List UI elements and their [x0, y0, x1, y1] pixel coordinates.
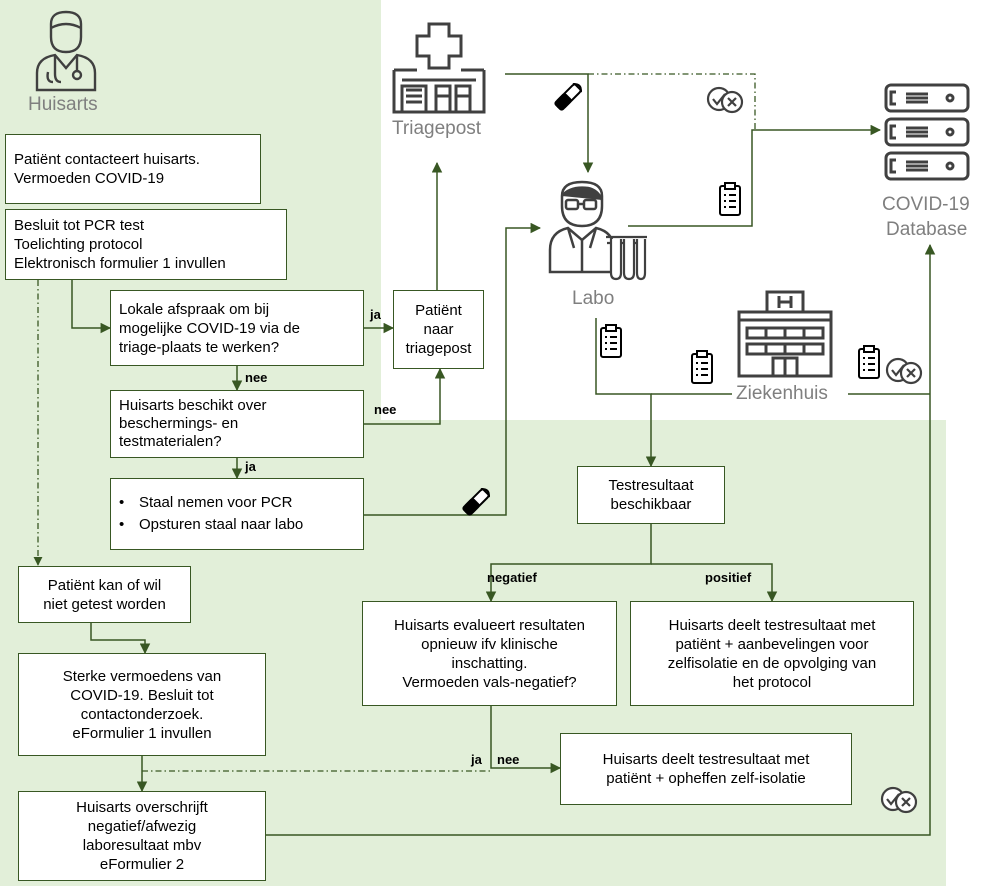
box-text: Staal nemen voor PCR: [139, 494, 293, 511]
box-text: contactonderzoek.: [80, 705, 204, 723]
box-text: zelfisolatie en de opvolging van: [667, 654, 877, 672]
box-contact: Patiënt contacteert huisarts. Vermoeden …: [5, 134, 261, 204]
box-text: Besluit tot PCR test: [14, 217, 145, 234]
clipboard-icon: [600, 324, 622, 358]
box-text: triagepost: [405, 340, 472, 357]
arrow-beschikt-triage: [364, 367, 446, 425]
bullet-item: •Opsturen staal naar labo: [119, 514, 363, 536]
ziekenhuis-label: Ziekenhuis: [736, 383, 828, 404]
box-text: COVID-19. Besluit tot: [70, 686, 214, 704]
box-text: niet getest worden: [43, 595, 166, 613]
label-nee-lokaal: nee: [245, 370, 268, 385]
label-ja-eval: ja: [471, 752, 482, 767]
box-text: het protocol: [732, 673, 812, 691]
box-text: Huisarts deelt testresultaat met: [668, 616, 876, 634]
box-text: opnieuw ifv klinische: [421, 635, 558, 653]
box-text: patiënt + opheffen zelf-isolatie: [606, 770, 806, 787]
box-overschrijft: Huisarts overschrijft negatief/afwezig l…: [18, 791, 266, 881]
label-ja-beschikt: ja: [245, 459, 256, 474]
box-text: Toelichting protocol: [14, 236, 143, 253]
box-text: mogelijke COVID-19 via de: [119, 319, 300, 337]
database-label-line1: COVID-19: [882, 194, 970, 215]
box-text: Huisarts deelt testresultaat met: [602, 751, 810, 768]
label-nee-beschikt: nee: [374, 402, 397, 417]
hospital-icon: [737, 290, 833, 378]
box-text: eFormulier 1 invullen: [72, 724, 212, 742]
label-positief: positief: [705, 570, 752, 585]
box-text: Huisarts evalueert resultaten: [394, 616, 585, 634]
check-cross-icon: [706, 86, 744, 114]
doctor-icon: [35, 10, 97, 92]
box-text: triage-plaats te werken?: [119, 338, 280, 356]
box-text: beschikbaar: [610, 496, 692, 513]
box-text: Vermoeden COVID-19: [14, 170, 165, 187]
box-text: Opsturen staal naar labo: [139, 516, 304, 533]
box-text: inschatting.: [451, 654, 528, 672]
arrow-overschrijft-database: [266, 243, 936, 836]
arrow-result-positief: [651, 563, 778, 603]
box-evalueert: Huisarts evalueert resultaten opnieuw if…: [362, 601, 617, 706]
box-text: Huisarts overschrijft: [76, 799, 208, 816]
label-ja-triage: ja: [370, 307, 381, 322]
label-nee-eval: nee: [497, 752, 520, 767]
box-patient-triagepost: Patiënt naar triagepost: [393, 290, 484, 369]
box-staal: •Staal nemen voor PCR •Opsturen staal na…: [110, 478, 364, 550]
box-sterke-vermoedens: Sterke vermoedens van COVID-19. Besluit …: [18, 653, 266, 756]
box-text: Patiënt: [415, 302, 462, 319]
server-database-icon: [884, 83, 970, 181]
box-deelt-negatief: Huisarts deelt testresultaat met patiënt…: [560, 733, 852, 805]
triage-building-icon: [392, 22, 486, 114]
check-cross-icon: [885, 357, 923, 385]
box-text: Huisarts beschikt over: [119, 397, 267, 414]
swab-tube-icon: [554, 83, 582, 111]
clipboard-icon: [719, 182, 741, 216]
clipboard-icon: [858, 345, 880, 379]
box-text: eFormulier 2: [99, 856, 185, 873]
box-niet-getest: Patiënt kan of wil niet getest worden: [18, 566, 191, 623]
box-testresultaat: Testresultaat beschikbaar: [577, 466, 725, 524]
box-lokale-afspraak: Lokale afspraak om bij mogelijke COVID-1…: [110, 290, 364, 366]
arrow-staal-labo: [364, 222, 542, 516]
box-deelt-positief: Huisarts deelt testresultaat met patiënt…: [630, 601, 914, 706]
box-text: Patiënt contacteert huisarts.: [14, 151, 200, 168]
arrow-labo-database: [628, 124, 882, 227]
box-text: Lokale afspraak om bij: [119, 300, 270, 318]
arrow-labo-result: [595, 318, 657, 468]
box-text: naar: [423, 321, 454, 338]
arrow-result-negatief: [485, 524, 652, 603]
box-besluit-pcr: Besluit tot PCR test Toelichting protoco…: [5, 209, 287, 280]
arrow-eval-nee: [490, 706, 562, 774]
check-cross-icon: [880, 786, 918, 814]
box-text: testmaterialen?: [119, 433, 222, 450]
database-label-line2: Database: [886, 219, 968, 240]
arrow-nietgetest-sterke: [90, 623, 151, 655]
bullet-item: •Staal nemen voor PCR: [119, 492, 363, 514]
box-text: Vermoeden vals-negatief?: [402, 673, 577, 691]
box-text: Testresultaat: [608, 477, 694, 494]
swab-tube-icon: [462, 488, 490, 516]
box-beschikt: Huisarts beschikt over beschermings- en …: [110, 390, 364, 458]
test-tubes-icon: [606, 235, 647, 281]
dashdot-triagepost-database: [588, 73, 756, 130]
box-text: Elektronisch formulier 1 invullen: [14, 255, 226, 272]
clipboard-icon: [691, 350, 713, 384]
box-text: Sterke vermoedens van: [62, 667, 222, 685]
label-negatief: negatief: [487, 570, 537, 585]
lab-doctor-icon: [548, 180, 616, 274]
box-text: patiënt + aanbevelingen voor: [675, 635, 869, 653]
triagepost-label: Triagepost: [392, 118, 482, 139]
box-text: negatief/afwezig: [87, 818, 197, 835]
box-text: laboresultaat mbv: [82, 837, 202, 854]
box-text: Patiënt kan of wil: [47, 576, 162, 594]
labo-label: Labo: [572, 288, 615, 309]
box-text: beschermings- en: [119, 415, 239, 432]
huisarts-label: Huisarts: [28, 94, 98, 115]
arrow-besluit-lokaal: [71, 280, 112, 334]
